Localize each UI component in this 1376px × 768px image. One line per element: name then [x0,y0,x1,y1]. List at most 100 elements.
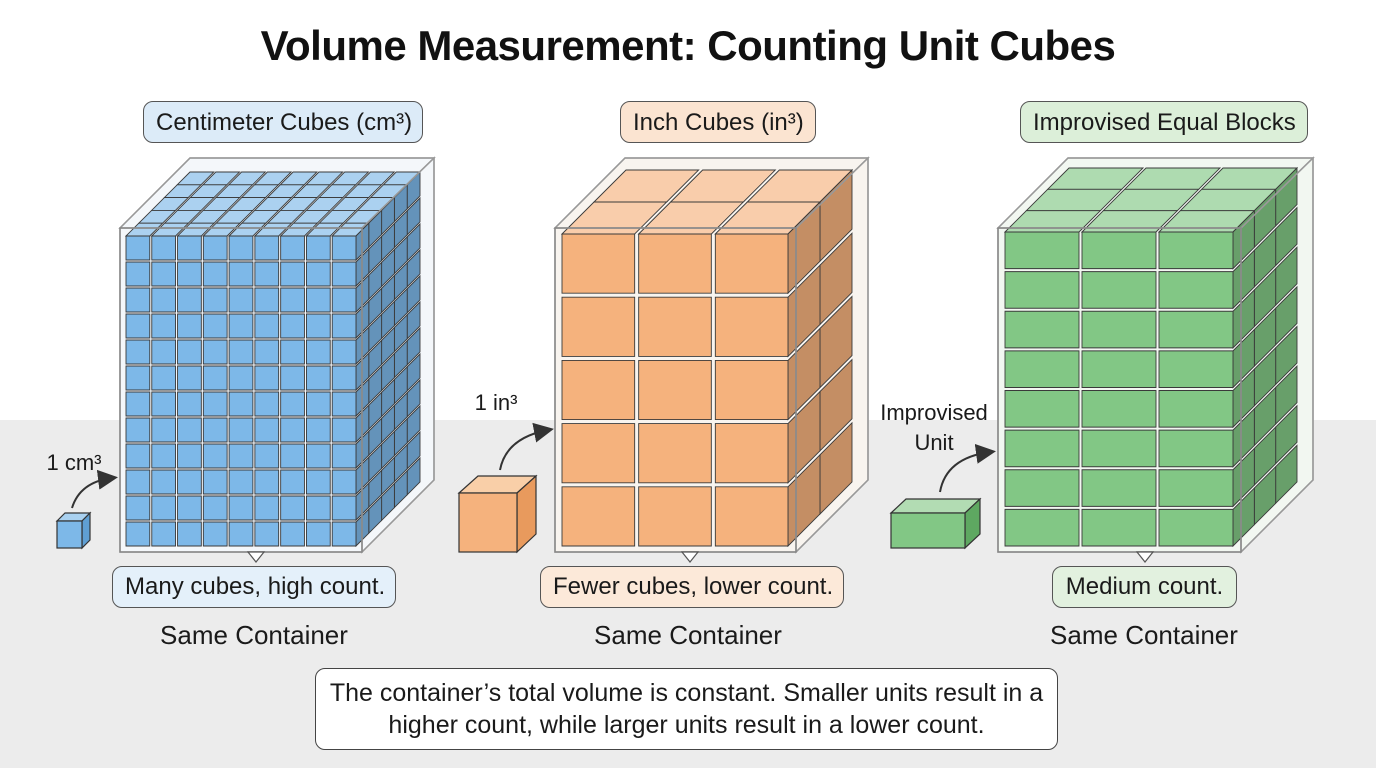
cm-cube-front-face [228,417,254,443]
block-front-face [1158,508,1234,547]
block-front-face [1158,350,1234,388]
cm-cube-front-face [228,365,254,391]
block-front-face [1158,390,1234,428]
block-front-face [1081,469,1157,507]
cm-cube-front-face [254,287,280,313]
block-side-layer [1232,166,1298,548]
cm-cube-front-face [125,495,151,521]
cm-cube-side-layer [355,170,421,548]
cm-cube-front-face [254,443,280,469]
cm-cube-front-face [202,469,228,495]
cm-cube-front-face [202,365,228,391]
in-cube-container [553,156,870,554]
cm-cube-front-face [125,339,151,365]
summary-box: The container’s total volume is constant… [315,668,1058,750]
cm-cube-front-face [228,443,254,469]
cm-cube-front-face [125,391,151,417]
cm-cube-front-face [177,339,202,365]
cm-cube-front-face [280,261,305,287]
cm-cube-front-face [331,417,357,443]
cm-cube-front-face [177,521,202,547]
cm-cube-front-face [151,313,177,339]
cm-cube-front-face [151,469,177,495]
cm-cube-front-face [228,287,254,313]
block-container-label: Same Container [1050,620,1238,650]
cm-cube-front-face [151,261,177,287]
cm-cube-front-face [202,339,228,365]
cm-cube-front-face [125,469,151,495]
cm-cube-front-face [254,261,280,287]
block-front-face [1081,350,1157,388]
cm-cube-front-face [305,391,331,417]
block-front-face [1081,508,1157,547]
inch-cube-front-face [561,233,636,294]
block-front-face [1081,310,1157,349]
cm-unit-label: 1 cm³ [46,450,102,475]
cm-cube-front-face [125,417,151,443]
cm-cube-front-face [177,235,202,261]
cm-cube-front-face [280,287,305,313]
in-count-note: Fewer cubes, lower count. [540,566,844,608]
cm-cube-front-face [254,365,280,391]
cm-cube-front-face [331,495,357,521]
inch-cube-front-face [561,296,636,357]
cm-cube-front-face [280,339,305,365]
cm-cube-front-face [305,469,331,495]
cm-cube-front-face [331,365,357,391]
in-cube-top-layer [560,169,854,235]
in-container-label: Same Container [594,620,782,650]
cm-cube-front-face [177,469,202,495]
block-pointer-arrow [939,443,996,493]
in-pointer-arrow [499,422,554,471]
cm-cube-front-face [228,495,254,521]
inch-cube-front-face [638,233,712,294]
inch-cube-front-face [561,359,636,421]
inch-cube-front-face [714,486,789,547]
cm-container-label: Same Container [160,620,348,650]
cm-cube-top-layer [124,171,422,237]
cm-cube-front-face [151,521,177,547]
cm-cube-front-face [280,417,305,443]
block-container [996,156,1315,554]
cm-cube-front-face [331,313,357,339]
block-front-face [1158,469,1234,507]
cm-cube-front-face [125,287,151,313]
cm-cube-front-face [202,495,228,521]
cm-cube-front-face [202,521,228,547]
cm-cube-front-face [305,235,331,261]
cm-cube-front-face [151,339,177,365]
inch-cube-front-face [638,359,712,421]
cm-cube-front-face [305,495,331,521]
cm-cube-front-face [228,339,254,365]
block-front-face [1158,231,1234,270]
block-front-face [1004,350,1080,388]
block-front-face [1004,429,1080,468]
cm-cube-front-face [125,261,151,287]
cm-cube-front-face [331,521,357,547]
cm-cube-front-face [228,521,254,547]
cm-cube-front-face [254,417,280,443]
cm-cube-front-face [305,417,331,443]
cm-note-pointer [246,551,266,563]
cm-cube-front-face [254,521,280,547]
cm-cube-front-face [202,261,228,287]
cm-cube-front-face [151,495,177,521]
cm-cube-front-face [305,287,331,313]
cm-cube-front-face [331,339,357,365]
block-front-face [1004,508,1080,547]
cm-cube-front-face [228,391,254,417]
inch-cube-front-face [638,423,712,484]
cm-cube-front-face [280,495,305,521]
cm-cube-front-face [151,391,177,417]
cm-cube-front-face [305,313,331,339]
cm-cube-front-face [202,287,228,313]
block-front-face [1004,310,1080,349]
cm-cube-front-face [202,313,228,339]
inch-cube-front-face [638,296,712,357]
cm-unit-cube [55,511,92,550]
inch-cube-front-face [714,296,789,357]
cm-cube-front-face [305,261,331,287]
in-note-pointer [680,551,700,563]
cm-cube-front-face [228,469,254,495]
cm-cube-front-face [331,391,357,417]
